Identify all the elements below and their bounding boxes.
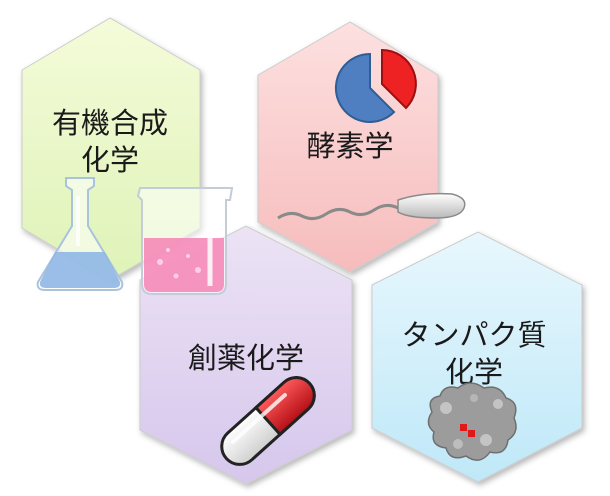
hexagon-enzymology: 酵素学	[257, 21, 439, 273]
hexagon-label-line: 創薬化学	[188, 341, 304, 375]
enzyme-chain-icon	[277, 192, 466, 221]
protein-structure-icon	[427, 382, 517, 461]
erlenmeyer-flask-icon	[36, 177, 124, 291]
hexagon-shape	[371, 231, 583, 483]
hexagon-label-line: 化学	[81, 143, 139, 177]
hexagon-label-line: 酵素学	[306, 129, 393, 163]
beaker-icon	[136, 187, 234, 295]
hexagon-label-line: 有機合成	[52, 106, 168, 140]
hexagon-label-line: タンパク質	[401, 318, 546, 352]
capsule-icon	[220, 376, 316, 466]
pie-chart-icon	[334, 48, 417, 123]
